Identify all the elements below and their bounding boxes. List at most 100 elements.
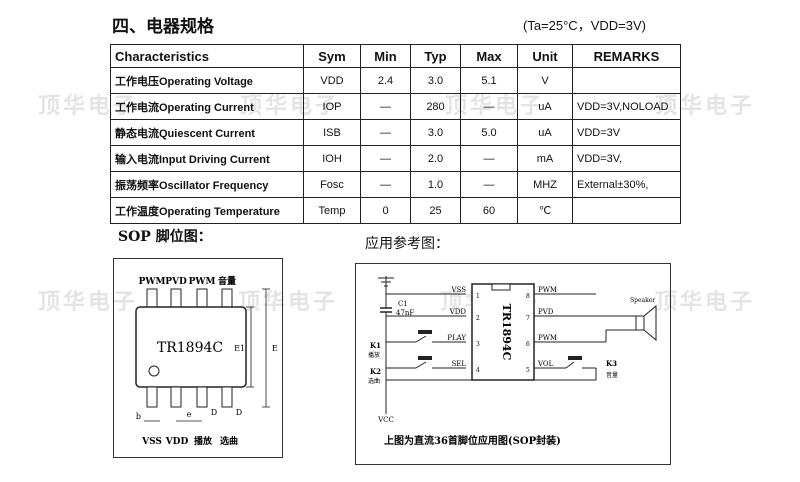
pin-number: 2: [476, 315, 480, 322]
table-cell: VDD=3V,NOLOAD: [572, 93, 681, 120]
pin-label: PVD: [538, 308, 554, 316]
pin-number: 5: [526, 367, 530, 374]
dimension-label: D: [236, 408, 242, 417]
switch-sublabel: 音量: [606, 371, 618, 379]
table-cell: 2.4: [360, 67, 411, 94]
chip-name: TR1894C: [157, 340, 223, 356]
chip-pin: [221, 386, 233, 408]
pin-label: 选曲: [220, 435, 238, 447]
capacitor-label: C1: [398, 300, 408, 308]
column-header: REMARKS: [572, 44, 681, 68]
capacitor-value: 47nF: [396, 309, 414, 317]
table-cell: 静态电流Quiescent Current: [110, 119, 304, 146]
pin-label: VSS: [450, 286, 466, 294]
sop-package-drawing: PWM PVD PWM 音量 TR1894C E1 E b e D D VSS …: [135, 275, 278, 447]
dimension-label: b: [136, 412, 141, 421]
table-cell: uA: [517, 119, 573, 146]
table-row: 输入电流Input Driving Current IOH — 2.0 — mA…: [110, 145, 681, 172]
table-cell: 60: [460, 197, 518, 224]
pin-number: 7: [526, 315, 530, 322]
chip-pin: [146, 386, 158, 408]
table-row: 工作电压Operating Voltage VDD 2.4 3.0 5.1 V: [110, 67, 681, 94]
table-cell: VDD=3V: [572, 119, 681, 146]
table-cell: —: [360, 171, 411, 198]
table-cell: [572, 197, 681, 224]
pin-label: PWM: [538, 334, 557, 342]
table-cell: 振荡频率Oscillator Frequency: [110, 171, 304, 198]
dimension-label: E: [272, 344, 278, 353]
table-cell: 0: [360, 197, 411, 224]
chip-body: [471, 283, 535, 381]
chip-pin: [196, 288, 208, 308]
table-cell: 3.0: [410, 67, 461, 94]
dimension-label: E1: [234, 344, 245, 353]
section-title: 四、电器规格: [112, 17, 214, 37]
table-cell: MHZ: [517, 171, 573, 198]
watermark: 顶华电子: [655, 290, 756, 315]
table-cell: 2.0: [410, 145, 461, 172]
table-cell: [572, 67, 681, 94]
column-header: Max: [460, 44, 518, 68]
switch-label: K1: [370, 341, 381, 350]
watermark: 顶华电子: [238, 290, 339, 315]
table-cell: 25: [410, 197, 461, 224]
pin-label: PVD: [165, 277, 187, 287]
diagram-caption: 上图为直流36首脚位应用图(SOP封装): [384, 434, 561, 447]
table-cell: Temp: [303, 197, 361, 224]
vcc-label: VCC: [377, 416, 394, 424]
chip-pin: [170, 386, 182, 408]
table-cell: 工作电流Operating Current: [110, 93, 304, 120]
pin-number: 4: [476, 367, 480, 374]
table-row: 工作电流Operating Current IOP — 280 — uA VDD…: [110, 93, 681, 120]
pin-label: VDD: [449, 308, 467, 316]
table-cell: V: [517, 67, 573, 94]
pin-number: 3: [476, 341, 480, 348]
table-cell: 工作温度Operating Temperature: [110, 197, 304, 224]
switch-label: K2: [370, 367, 381, 376]
app-diagram-heading: 应用参考图：: [365, 236, 449, 252]
pin-label: VDD: [165, 437, 189, 447]
speaker-icon: [635, 315, 645, 331]
column-header: Sym: [303, 44, 361, 68]
pin-number: 1: [476, 293, 480, 300]
table-cell: —: [360, 93, 411, 120]
pin-label: VSS: [141, 437, 162, 447]
switch-sublabel: 播放: [368, 351, 380, 359]
table-cell: ℃: [517, 197, 573, 224]
table-cell: —: [460, 171, 518, 198]
table-cell: —: [360, 119, 411, 146]
table-cell: 1.0: [410, 171, 461, 198]
chip-body: [135, 306, 247, 388]
pin-number: 6: [526, 341, 530, 348]
table-cell: IOH: [303, 145, 361, 172]
table-cell: 输入电流Input Driving Current: [110, 145, 304, 172]
table-cell: 3.0: [410, 119, 461, 146]
pin-label: VOL: [537, 360, 554, 368]
sop-heading: SOP 脚位图：: [118, 229, 212, 245]
watermark: 顶华电子: [38, 290, 139, 315]
application-circuit-drawing: C1 47nF VCC K1 播放 K2 选曲 TR1894C VSS VDD …: [368, 276, 657, 447]
pin-label: PWM: [538, 286, 557, 294]
table-cell: —: [460, 93, 518, 120]
pin-label: SEL: [451, 360, 466, 368]
chip-pin: [170, 288, 182, 308]
table-cell: VDD: [303, 67, 361, 94]
table-cell: VDD=3V,: [572, 145, 681, 172]
test-conditions: (Ta=25°C，VDD=3V): [523, 18, 646, 33]
table-cell: Fosc: [303, 171, 361, 198]
table-cell: uA: [517, 93, 573, 120]
table-cell: —: [460, 145, 518, 172]
pin-number: 8: [526, 293, 530, 300]
table-cell: 5.0: [460, 119, 518, 146]
table-header-row: Characteristics Sym Min Typ Max Unit REM…: [110, 44, 681, 68]
speaker-label: Speaker: [630, 297, 655, 304]
application-circuit-panel: C1 47nF VCC K1 播放 K2 选曲 TR1894C VSS VDD …: [355, 263, 671, 465]
table-cell: 5.1: [460, 67, 518, 94]
column-header: Unit: [517, 44, 573, 68]
pin-label: 播放: [194, 435, 213, 447]
pin-label: PLAY: [447, 334, 466, 342]
electrical-spec-table: Characteristics Sym Min Typ Max Unit REM…: [110, 44, 681, 224]
table-cell: 280: [410, 93, 461, 120]
dimension-label: e: [187, 410, 192, 419]
table-cell: ISB: [303, 119, 361, 146]
